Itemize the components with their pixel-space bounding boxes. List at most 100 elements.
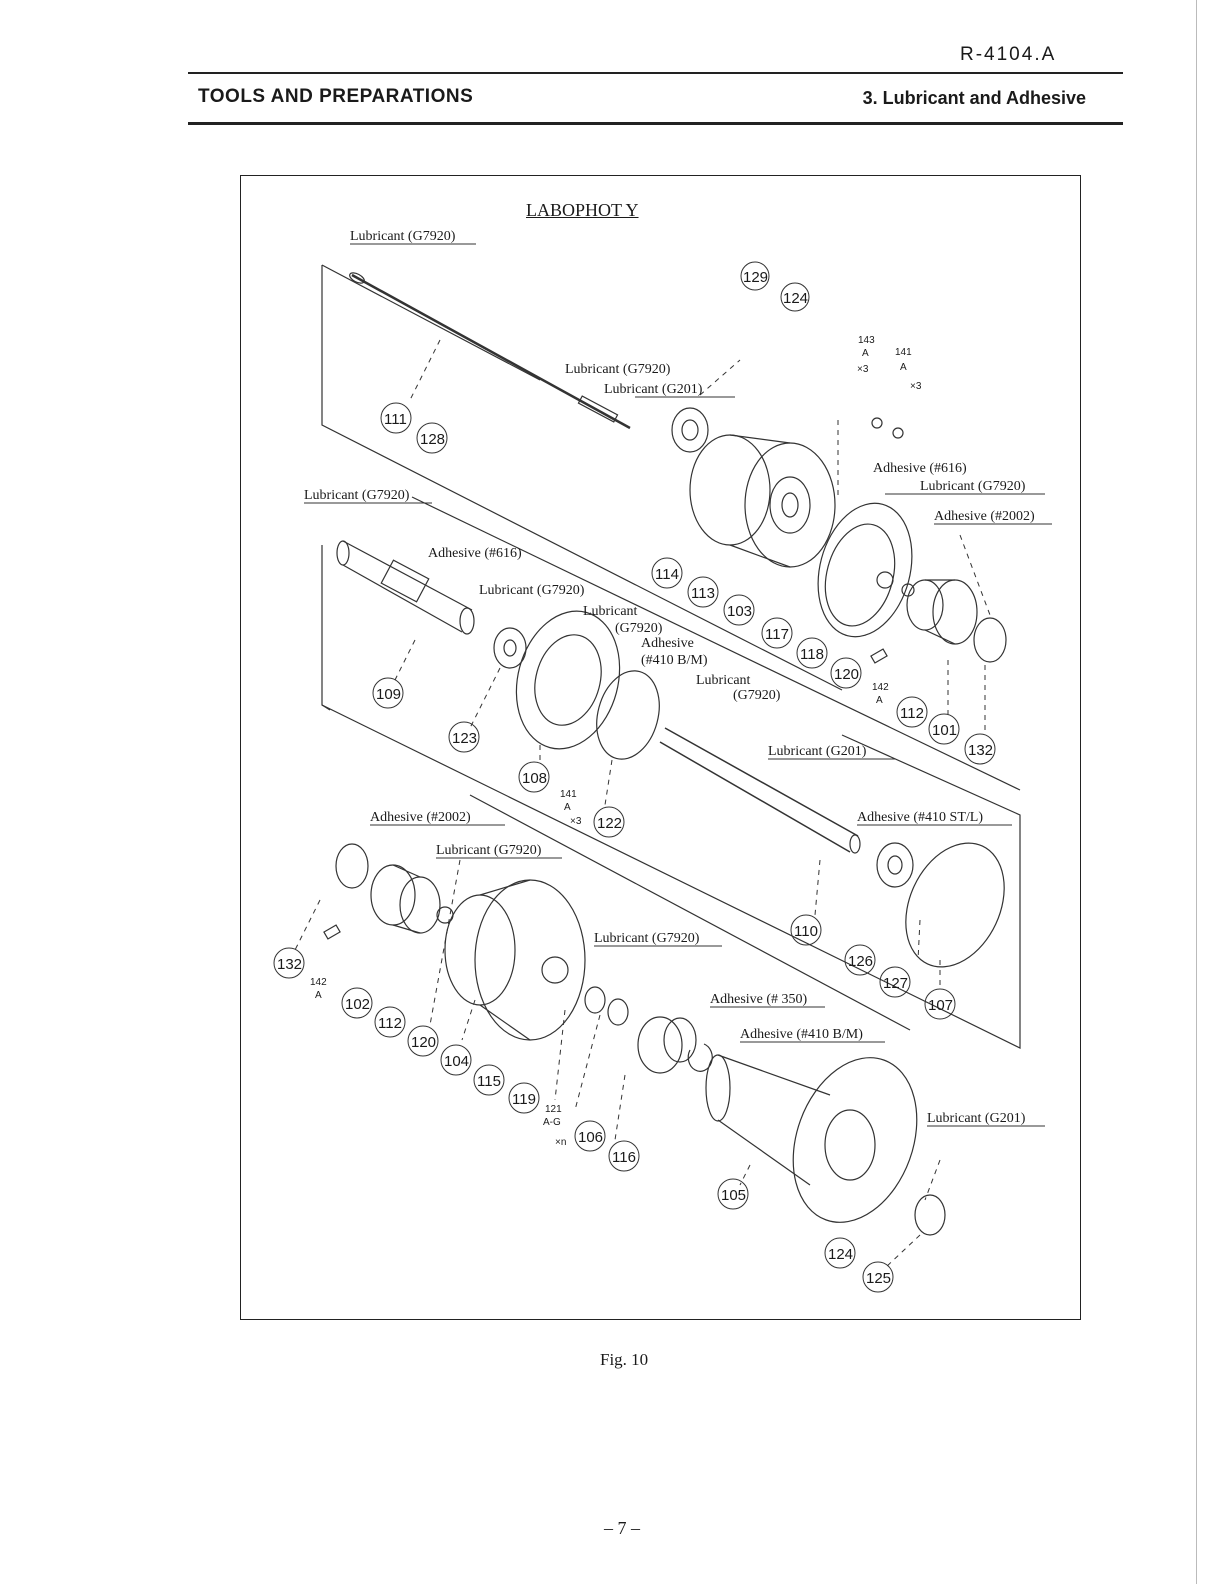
- label-lubricant-4: Lubricant (G7920): [920, 479, 1026, 494]
- label-adhesive-5: Adhesive (#410 ST/L): [857, 810, 983, 825]
- long-shaft-part: [659, 727, 861, 854]
- mark-xn: ×n: [555, 1137, 566, 1148]
- disc-107: [905, 842, 1005, 968]
- knob-left-part: [370, 864, 441, 934]
- mark-121: 121: [545, 1104, 562, 1115]
- section-title-right: 3. Lubricant and Adhesive: [862, 88, 1086, 108]
- header-rule-top: [188, 72, 1123, 74]
- shaft-109-part: [336, 540, 475, 635]
- figure-frame: [240, 175, 1081, 1320]
- plate-part: [817, 502, 913, 638]
- small-gear-top: [671, 407, 709, 453]
- callout-123: 123: [452, 730, 477, 747]
- mark-141-a: 141: [895, 347, 912, 358]
- label-lubricant-11: Lubricant (G7920): [594, 931, 700, 946]
- mark-a-g: A-G: [543, 1117, 561, 1128]
- callout-102: 102: [345, 996, 370, 1013]
- callout-128: 128: [420, 431, 445, 448]
- mark-142-b: 142: [310, 977, 327, 988]
- document-id: R-4104.A: [960, 44, 1057, 65]
- mark-a-3: A: [876, 695, 883, 706]
- label-lubricant-7a: Lubricant: [583, 604, 638, 619]
- callout-120-b: 120: [411, 1034, 436, 1051]
- figure-caption: Fig. 10: [600, 1350, 649, 1369]
- figure-title: LABOPHOT Y: [526, 200, 639, 220]
- mark-x3-1: ×3: [857, 364, 869, 375]
- mark-x3-3: ×3: [570, 816, 582, 827]
- ring-plate: [515, 610, 621, 750]
- label-adhesive-8: Adhesive (#410 B/M): [740, 1027, 863, 1042]
- label-adhesive-4b: (#410 B/M): [641, 653, 708, 668]
- mark-x3-2: ×3: [910, 381, 922, 392]
- callout-110: 110: [794, 923, 818, 940]
- callout-126: 126: [848, 953, 873, 970]
- label-adhesive-7: Adhesive (# 350): [710, 992, 808, 1007]
- label-lubricant-2: Lubricant (G7920): [565, 362, 671, 377]
- callout-108: 108: [522, 770, 547, 787]
- callout-118: 118: [800, 646, 824, 663]
- callout-104: 104: [444, 1053, 469, 1070]
- scan-edge: [1196, 0, 1197, 1584]
- callout-129: 129: [743, 269, 768, 286]
- callout-120: 120: [834, 666, 859, 683]
- callout-107: 107: [928, 997, 953, 1014]
- label-lubricant-12: Lubricant (G201): [927, 1111, 1026, 1126]
- callout-115: 115: [477, 1073, 501, 1090]
- mark-143: 143: [858, 335, 875, 346]
- knob-right-part: [901, 579, 978, 645]
- mark-a-2: A: [900, 362, 907, 373]
- cap-left: [335, 843, 369, 889]
- callout-101: 101: [932, 722, 957, 739]
- turret-bottom-part: [444, 879, 586, 1041]
- label-lubricant-6: Lubricant (G7920): [479, 583, 585, 598]
- panel-outline-top: [321, 265, 843, 691]
- callout-105: 105: [721, 1187, 746, 1204]
- callout-116: 116: [612, 1149, 636, 1166]
- o-ring: [596, 670, 660, 760]
- mark-a-1: A: [862, 348, 869, 359]
- panel-outline-middle: [321, 545, 1021, 1049]
- callout-106: 106: [578, 1129, 603, 1146]
- gear-125: [914, 1194, 946, 1236]
- label-adhesive-1: Adhesive (#616): [873, 461, 967, 476]
- callout-111: 111: [384, 411, 407, 428]
- mark-142-a: 142: [872, 682, 889, 693]
- callout-113: 113: [691, 585, 715, 602]
- label-adhesive-3: Adhesive (#616): [428, 546, 522, 561]
- label-lubricant-5: Lubricant (G7920): [304, 488, 410, 503]
- mark-141-b: 141: [560, 789, 577, 800]
- label-lubricant-7b: (G7920): [615, 621, 663, 636]
- gear-123: [493, 627, 527, 669]
- sleeve-part: [637, 1016, 683, 1074]
- housing-105-part: [705, 1054, 918, 1223]
- label-adhesive-6: Adhesive (#2002): [370, 810, 471, 825]
- label-lubricant-9: Lubricant (G201): [768, 744, 867, 759]
- cap-right: [973, 617, 1007, 663]
- page-number: – 7 –: [604, 1518, 640, 1538]
- header-rule-bottom: [188, 122, 1123, 125]
- callout-122: 122: [597, 815, 622, 832]
- label-lubricant-1: Lubricant (G7920): [350, 229, 456, 244]
- label-lubricant-3: Lubricant (G201): [604, 382, 703, 397]
- callout-132: 132: [968, 742, 993, 759]
- rod-part: [349, 272, 631, 430]
- label-lubricant-8b: (G7920): [733, 688, 781, 703]
- callout-132-b: 132: [277, 956, 302, 973]
- section-title-left: TOOLS AND PREPARATIONS: [198, 86, 474, 107]
- callout-119: 119: [512, 1091, 536, 1108]
- turret-top-part: [689, 434, 836, 568]
- callout-109: 109: [376, 686, 401, 703]
- callout-103: 103: [727, 603, 752, 620]
- mark-a-4: A: [564, 802, 571, 813]
- label-adhesive-2: Adhesive (#2002): [934, 509, 1035, 524]
- callout-124: 124: [783, 290, 808, 307]
- label-adhesive-4a: Adhesive: [641, 636, 694, 651]
- callout-112: 112: [900, 705, 924, 722]
- label-lubricant-8a: Lubricant: [696, 673, 751, 688]
- callout-114: 114: [655, 566, 679, 583]
- callout-112-b: 112: [378, 1015, 402, 1032]
- callout-124-b: 124: [828, 1246, 853, 1263]
- label-lubricant-10: Lubricant (G7920): [436, 843, 542, 858]
- callout-127: 127: [883, 975, 908, 992]
